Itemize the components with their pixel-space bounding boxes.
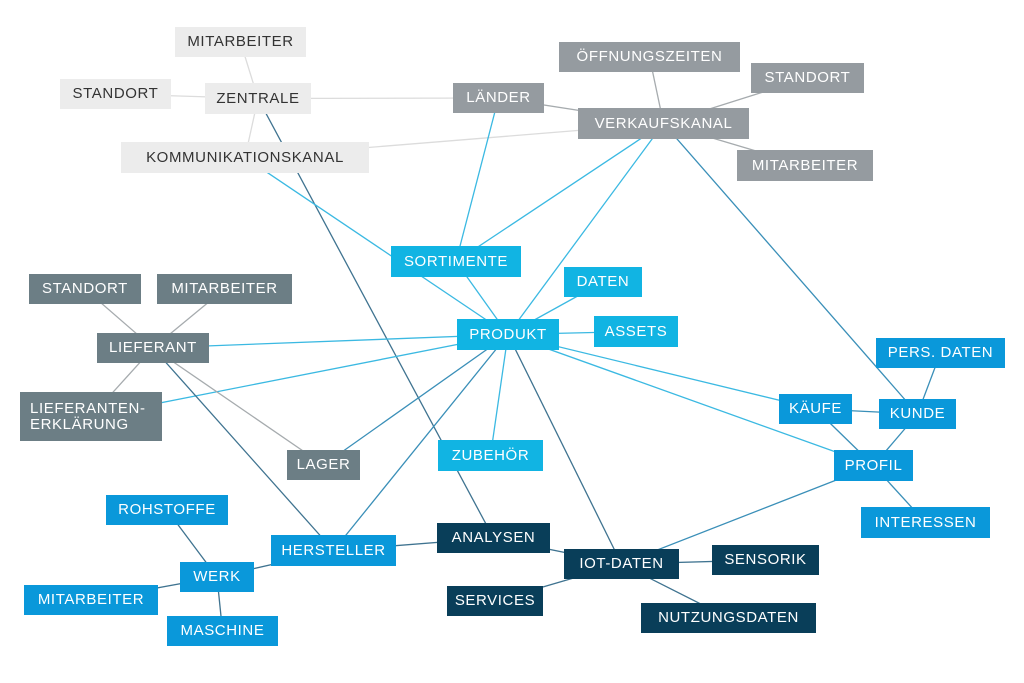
node-zubehoer[interactable]: ZUBEHÖR xyxy=(438,440,543,471)
node-lieferantenerklaerung[interactable]: LIEFERANTEN- ERKLÄRUNG xyxy=(20,392,162,441)
node-kunde[interactable]: KUNDE xyxy=(879,399,956,429)
node-daten[interactable]: DATEN xyxy=(564,267,642,297)
node-nutzungsdaten[interactable]: NUTZUNGSDATEN xyxy=(641,603,816,633)
edge-produkt-lager xyxy=(323,333,509,466)
node-assets[interactable]: ASSETS xyxy=(594,316,678,347)
node-produkt[interactable]: PRODUKT xyxy=(457,319,559,350)
node-lieferant[interactable]: LIEFERANT xyxy=(97,333,209,363)
edge-lieferant-lager xyxy=(152,347,324,466)
node-hersteller[interactable]: HERSTELLER xyxy=(271,535,396,566)
node-profil[interactable]: PROFIL xyxy=(834,450,913,481)
node-analysen[interactable]: ANALYSEN xyxy=(437,523,550,553)
edge-produkt-profil xyxy=(507,333,874,467)
node-verkaufskanal[interactable]: VERKAUFSKANAL xyxy=(578,108,749,139)
edge-profil-iot_daten xyxy=(621,464,874,565)
node-maschine[interactable]: MASCHINE xyxy=(167,616,278,646)
node-werk-mitarbeiter[interactable]: MITARBEITER xyxy=(24,585,158,615)
edge-produkt-zubehoer xyxy=(489,334,509,456)
node-iot-daten[interactable]: IOT-DATEN xyxy=(564,549,679,579)
node-sensorik[interactable]: SENSORIK xyxy=(712,545,819,575)
node-services[interactable]: SERVICES xyxy=(447,586,543,616)
edge-verkaufskanal-produkt xyxy=(507,123,665,335)
edge-verkaufskanal-kunde xyxy=(663,123,918,415)
edge-laender-sortimente xyxy=(455,97,500,262)
node-rohstoffe[interactable]: ROHSTOFFE xyxy=(106,495,228,525)
node-kaeufe[interactable]: KÄUFE xyxy=(779,394,852,424)
edge-verkaufskanal-sortimente xyxy=(455,122,664,263)
node-verkaufskanal-standort[interactable]: STANDORT xyxy=(751,63,864,93)
node-pers-daten[interactable]: PERS. DATEN xyxy=(876,338,1005,368)
node-lager[interactable]: LAGER xyxy=(287,450,360,480)
node-lieferant-standort[interactable]: STANDORT xyxy=(29,274,141,304)
edge-kommunikationskanal-produkt xyxy=(244,156,509,336)
node-interessen[interactable]: INTERESSEN xyxy=(861,507,990,538)
node-zentrale-mitarbeiter[interactable]: MITARBEITER xyxy=(175,27,306,57)
node-oeffnungszeiten[interactable]: ÖFFNUNGSZEITEN xyxy=(559,42,740,72)
node-lieferant-mitarbeiter[interactable]: MITARBEITER xyxy=(157,274,292,304)
edge-produkt-kaeufe xyxy=(507,333,816,410)
edge-produkt-lieferant xyxy=(152,333,509,349)
node-kommunikationskanal[interactable]: KOMMUNIKATIONSKANAL xyxy=(121,142,369,173)
edge-produkt-hersteller xyxy=(332,334,509,551)
edge-lieferant-hersteller xyxy=(152,347,334,551)
node-zentrale[interactable]: ZENTRALE xyxy=(205,83,311,114)
node-sortimente[interactable]: SORTIMENTE xyxy=(391,246,521,277)
node-werk[interactable]: WERK xyxy=(180,562,254,592)
node-verkaufskanal-mitarbeiter[interactable]: MITARBEITER xyxy=(737,150,873,181)
node-zentrale-standort[interactable]: STANDORT xyxy=(60,79,171,109)
node-laender[interactable]: LÄNDER xyxy=(453,83,544,113)
edge-produkt-iot_daten xyxy=(507,334,623,565)
